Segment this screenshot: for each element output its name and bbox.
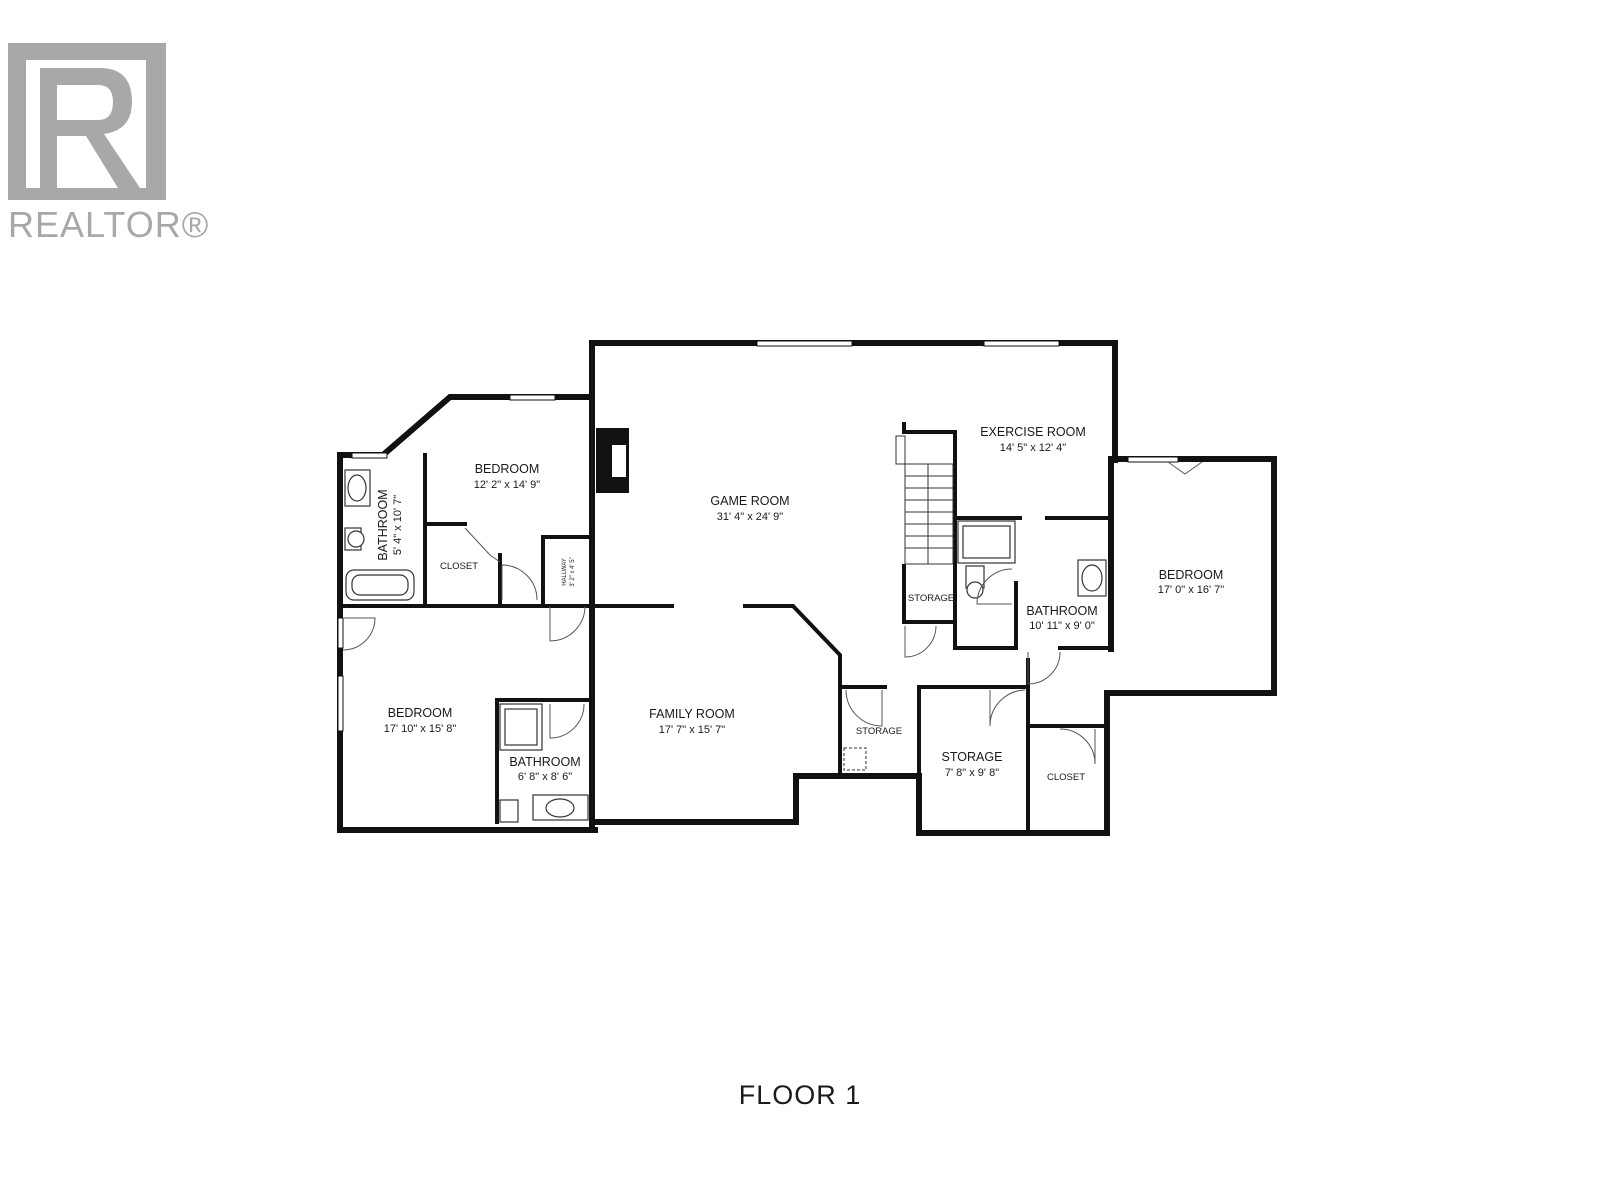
room-label: BEDROOM: [388, 706, 453, 720]
room-dimensions: 17' 7" x 15' 7": [659, 724, 726, 736]
room-bathroom-e: BATHROOM 10' 11" x 9' 0": [1026, 604, 1097, 632]
room-label: GAME ROOM: [710, 494, 789, 508]
room-bedroom-e: BEDROOM 17' 0" x 16' 7": [1158, 568, 1225, 596]
window: [351, 452, 388, 459]
room-label: BATHROOM: [376, 489, 390, 560]
room-dimensions: 3' 2" x 4' 5": [570, 557, 576, 587]
room-label: BEDROOM: [1159, 568, 1224, 582]
room-dimensions: 31' 4" x 24' 9": [717, 511, 784, 523]
room-family-room: FAMILY ROOM 17' 7" x 15' 7": [649, 707, 735, 736]
room-dimensions: 7' 8" x 9' 8": [945, 767, 999, 779]
window: [337, 675, 344, 732]
staircase: [895, 435, 954, 565]
room-dimensions: 6' 8" x 8' 6": [518, 771, 572, 783]
room-hallway: HALLWAY 3' 2" x 4' 5": [562, 557, 576, 587]
room-label: BATHROOM: [1026, 604, 1097, 618]
window: [337, 617, 344, 649]
room-label: STORAGE: [942, 750, 1003, 764]
room-game-room: GAME ROOM 31' 4" x 24' 9": [710, 494, 789, 523]
room-label: BATHROOM: [509, 755, 580, 769]
room-storage-stairs: STORAGE: [908, 593, 954, 604]
room-dimensions: 17' 10" x 15' 8": [384, 723, 457, 735]
room-dimensions: 17' 0" x 16' 7": [1158, 584, 1225, 596]
fixtures: [344, 469, 1107, 823]
room-label: CLOSET: [1047, 772, 1085, 783]
window: [756, 340, 853, 347]
room-dimensions: 10' 11" x 9' 0": [1029, 620, 1095, 632]
room-label: FAMILY ROOM: [649, 707, 735, 721]
room-label: CLOSET: [440, 561, 478, 572]
realtor-logo-icon: [8, 43, 166, 200]
room-label: EXERCISE ROOM: [980, 425, 1086, 439]
room-bathroom-s: BATHROOM 6' 8" x 8' 6": [509, 755, 580, 783]
room-closet-e: CLOSET: [1047, 772, 1085, 783]
room-label: BEDROOM: [475, 462, 540, 476]
window: [1127, 456, 1179, 463]
room-label: HALLWAY: [562, 558, 568, 586]
room-dimensions: 12' 2" x 14' 9": [474, 479, 541, 491]
room-bedroom-sw: BEDROOM 17' 10" x 15' 8": [384, 706, 457, 735]
room-label: STORAGE: [908, 593, 954, 604]
room-closet-w: CLOSET: [440, 561, 478, 572]
room-bathroom-w: BATHROOM 5' 4" x 10' 7": [376, 489, 404, 560]
realtor-logo-text: REALTOR®: [8, 204, 210, 245]
doors: [342, 461, 1203, 765]
room-label: STORAGE: [856, 726, 902, 737]
room-bedroom-nw: BEDROOM 12' 2" x 14' 9": [474, 462, 541, 491]
room-exercise-room: EXERCISE ROOM 14' 5" x 12' 4": [980, 425, 1086, 454]
window: [509, 394, 556, 401]
room-storage-small: STORAGE: [856, 726, 902, 737]
room-storage-large: STORAGE 7' 8" x 9' 8": [942, 750, 1003, 779]
room-dimensions: 14' 5" x 12' 4": [1000, 442, 1067, 454]
room-dimensions: 5' 4" x 10' 7": [392, 495, 404, 555]
exterior-walls: [337, 340, 1277, 836]
window: [983, 340, 1060, 347]
floor-title: FLOOR 1: [738, 1080, 862, 1110]
